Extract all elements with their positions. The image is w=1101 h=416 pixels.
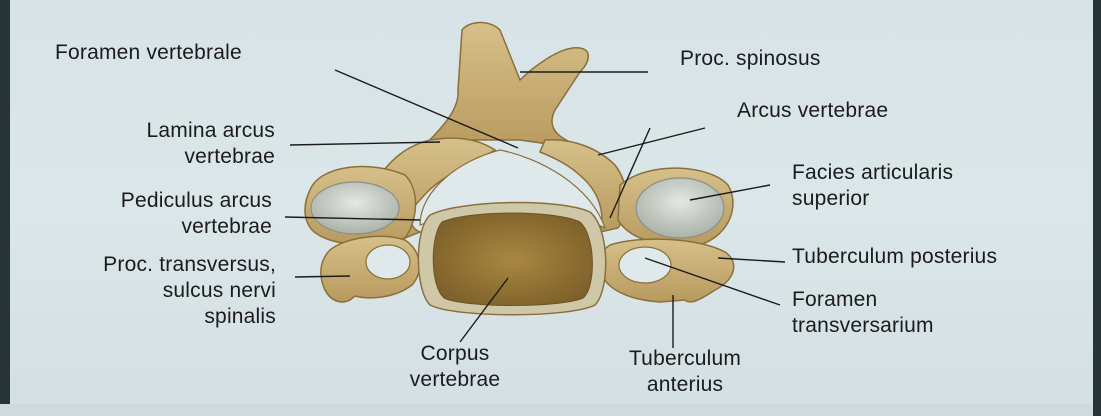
label-foramen-vertebrale: Foramen vertebrale	[55, 40, 242, 66]
label-pediculus-arcus-vertebrae: Pediculus arcus vertebrae	[121, 188, 272, 240]
leader-transversus	[295, 276, 350, 277]
vertebral-body-shape	[433, 213, 592, 306]
label-foramen-transversarium: Foramen transversarium	[792, 287, 934, 339]
label-arcus-vertebrae: Arcus vertebrae	[737, 98, 888, 124]
label-proc-transversus: Proc. transversus, sulcus nervi spinalis	[103, 252, 276, 330]
leader-arcus-1	[598, 128, 705, 155]
label-tuberculum-posterius: Tuberculum posterius	[792, 244, 997, 270]
label-tuberculum-anterius: Tuberculum anterius	[600, 346, 770, 398]
left-transverse-foramen-shape	[366, 245, 410, 279]
page-edge	[0, 404, 1101, 416]
left-facet-shape	[311, 182, 399, 234]
label-facies-articularis-superior: Facies articularis superior	[792, 160, 953, 212]
right-facet-shape	[636, 178, 724, 238]
label-proc-spinosus: Proc. spinosus	[680, 46, 821, 72]
label-corpus-vertebrae: Corpus vertebrae	[390, 341, 520, 393]
spinous-process-shape	[420, 23, 590, 151]
label-lamina-arcus-vertebrae: Lamina arcus vertebrae	[147, 118, 275, 170]
